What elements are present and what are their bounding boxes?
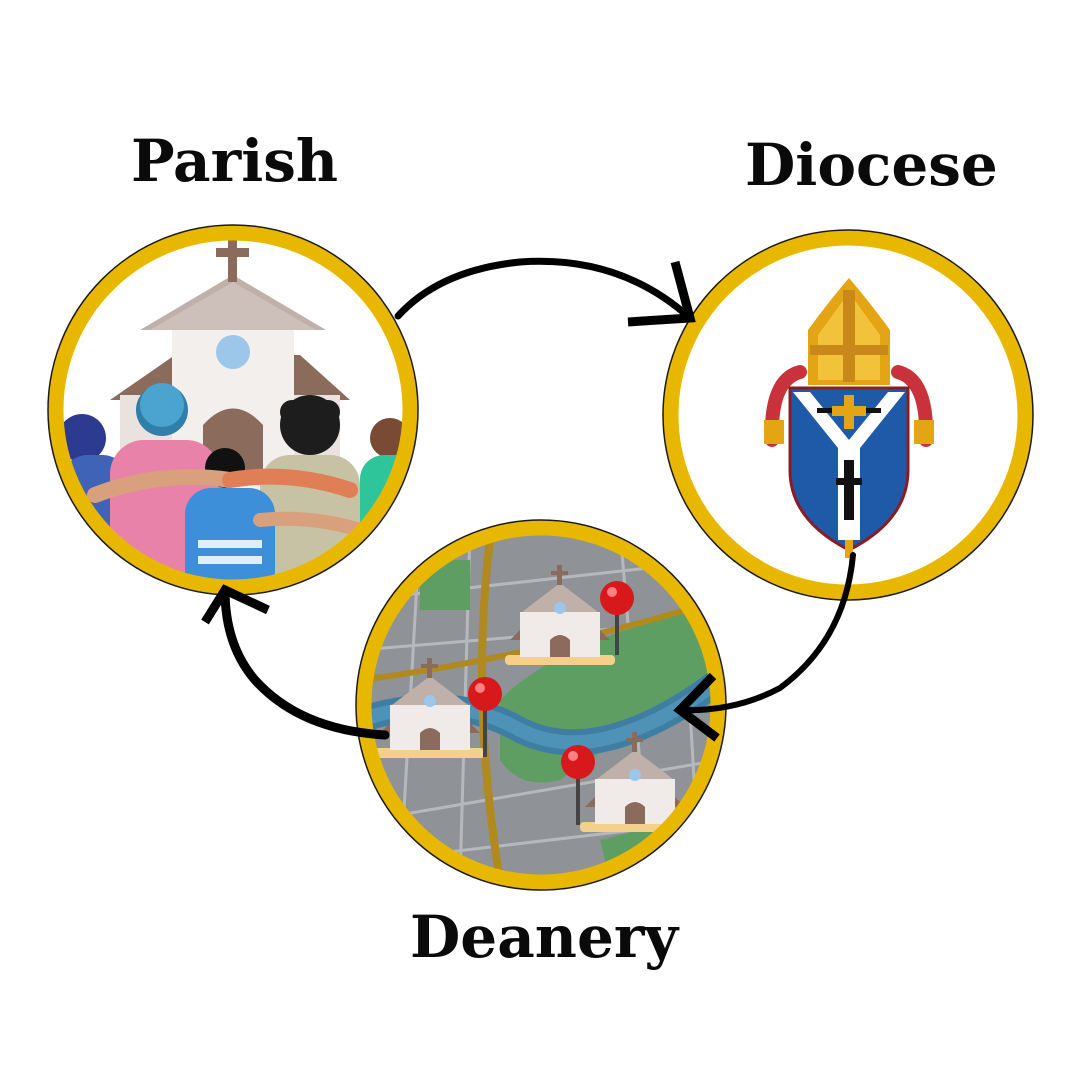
parish-label: Parish — [131, 127, 339, 195]
map-pin-icon — [561, 745, 595, 825]
map-with-churches-and-pins — [364, 529, 718, 881]
church-congregation-illustration — [58, 236, 410, 587]
deanery-node — [355, 519, 727, 891]
diocese-node — [662, 229, 1034, 601]
map-church-icon — [505, 565, 615, 665]
map-pin-icon — [468, 677, 502, 757]
deanery-label: Deanery — [410, 903, 679, 971]
arrow-deanery-to-parish — [201, 584, 390, 740]
arrow-parish-to-diocese — [394, 257, 696, 327]
parish-node — [47, 224, 419, 596]
map-church-icon — [580, 732, 690, 832]
diocese-label: Diocese — [745, 131, 998, 199]
arrow-diocese-to-deanery — [673, 552, 856, 742]
map-pin-icon — [600, 581, 634, 655]
map-church-icon — [375, 658, 485, 758]
bishop-coat-of-arms — [764, 278, 934, 558]
